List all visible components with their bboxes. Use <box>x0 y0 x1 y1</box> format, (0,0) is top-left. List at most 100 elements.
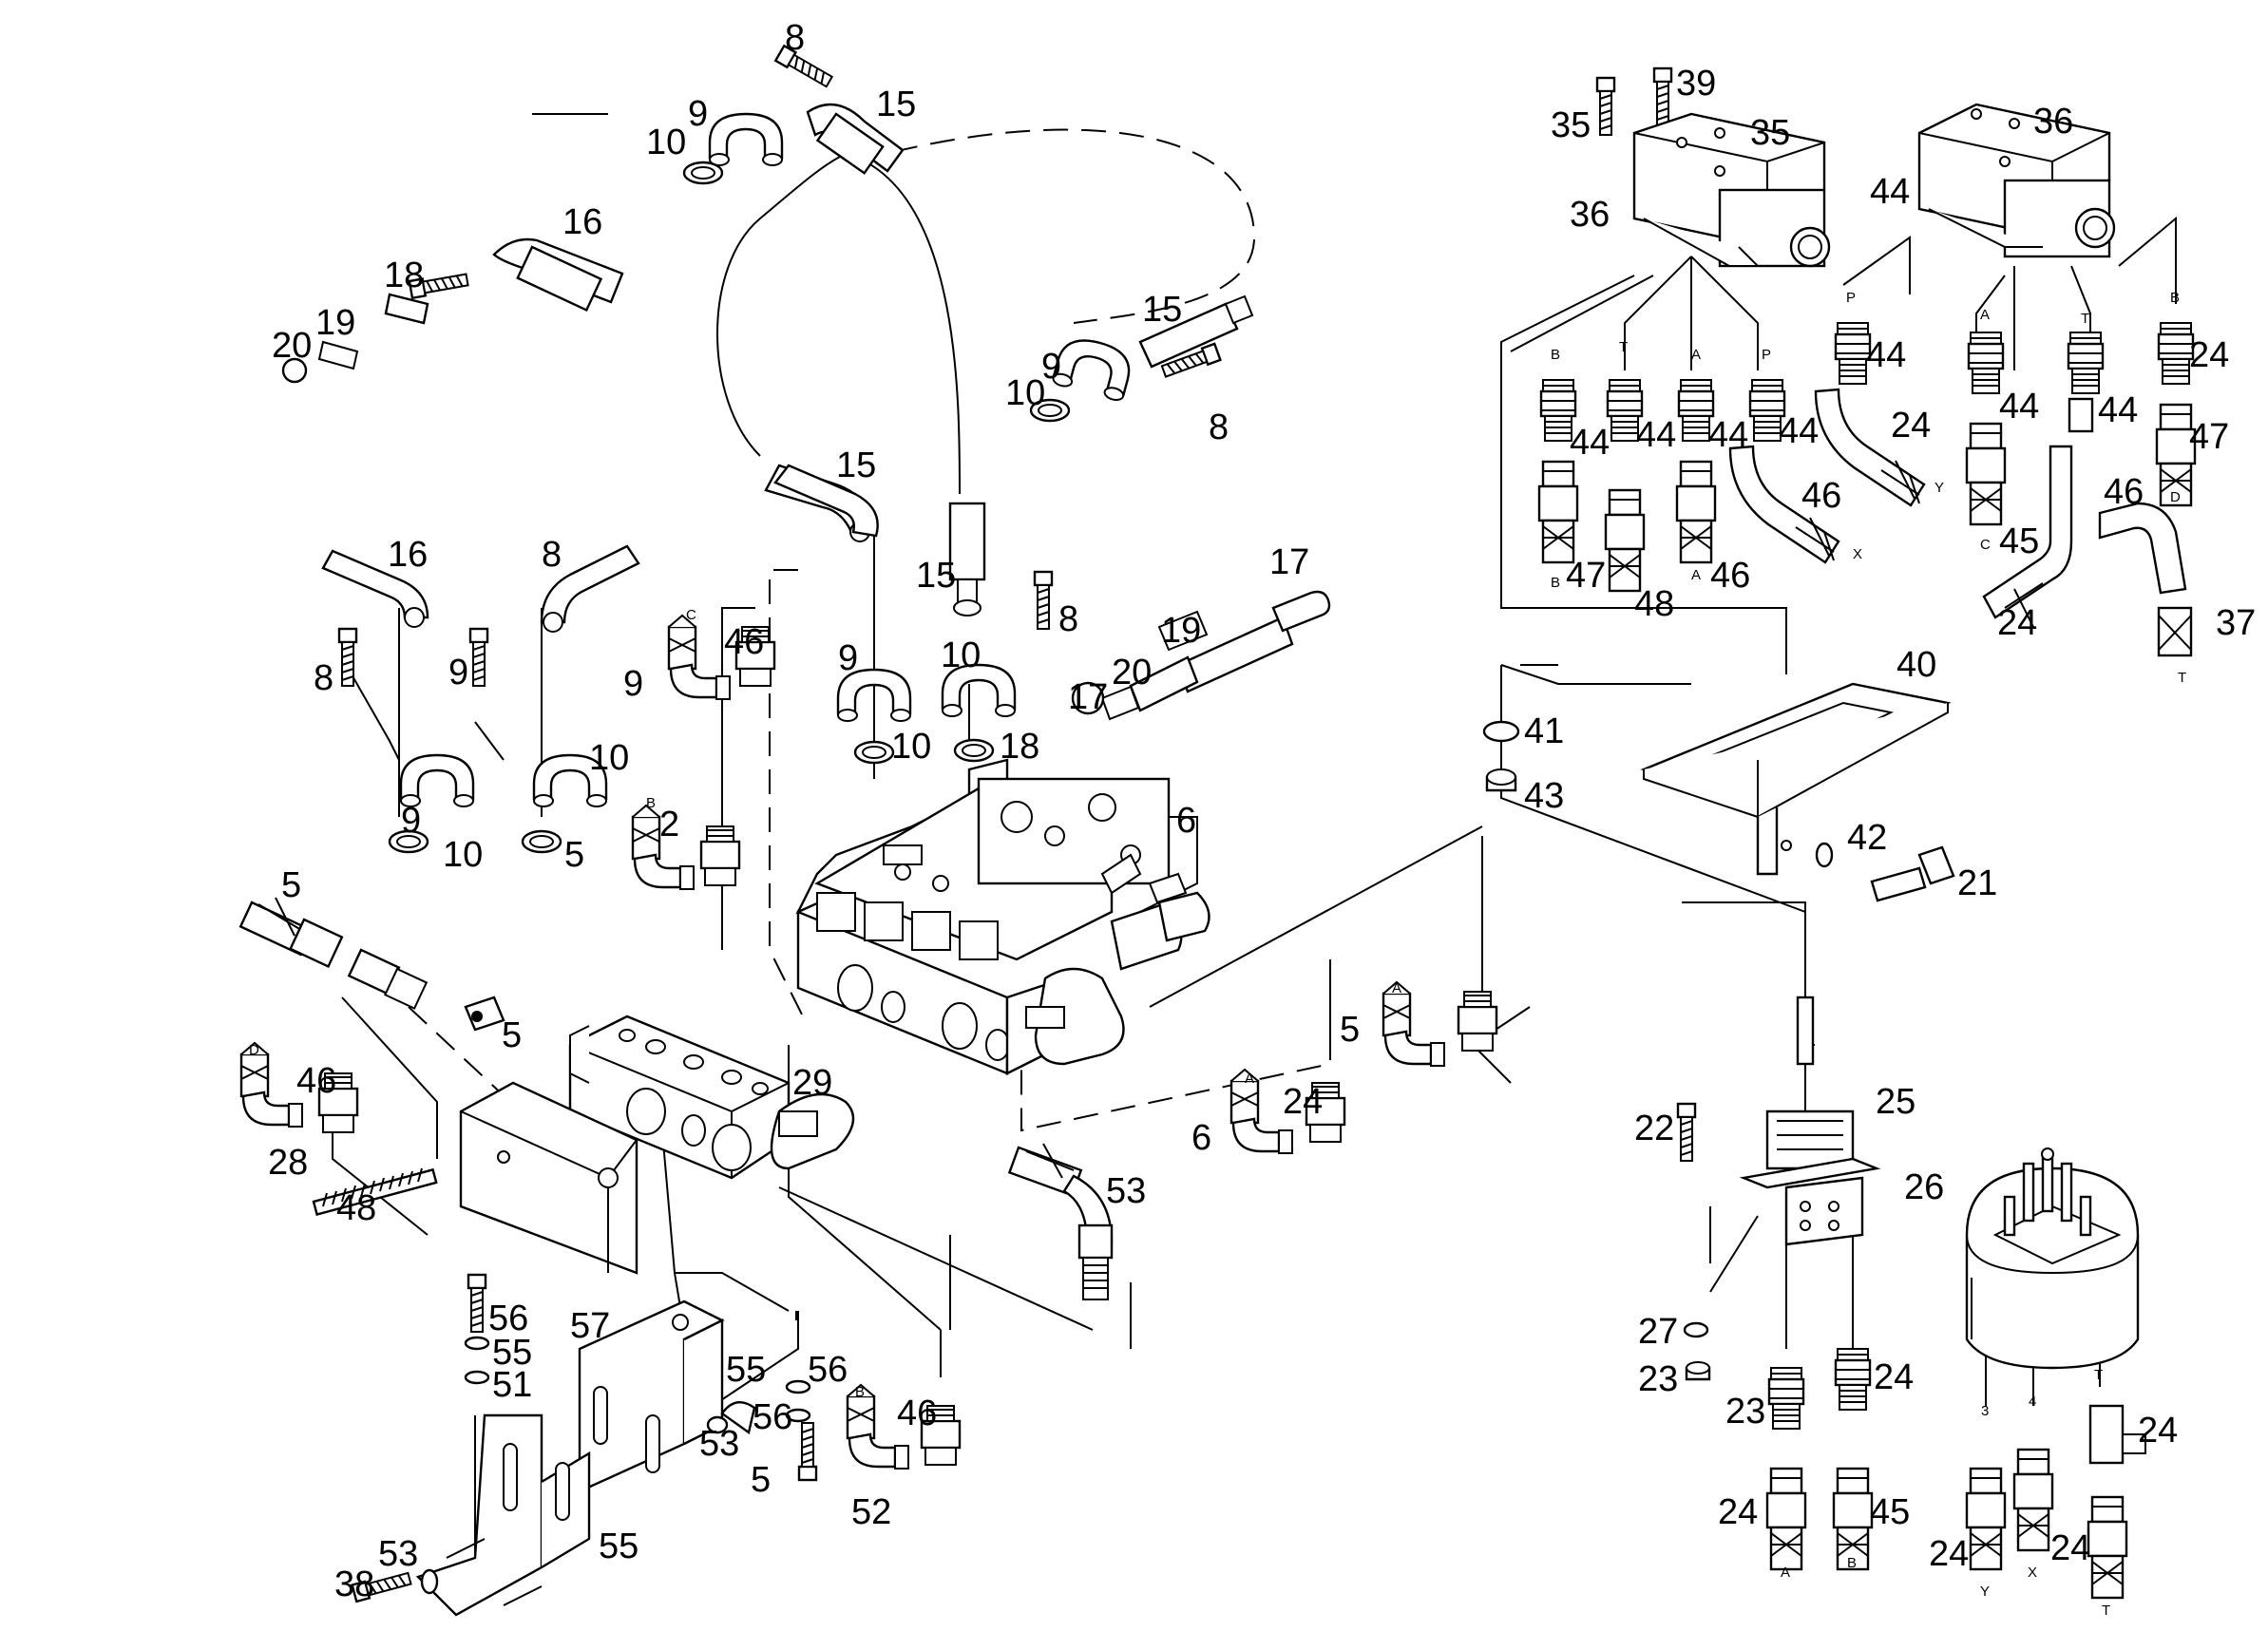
main-valve-block <box>795 758 1210 1075</box>
part-label: 47 <box>1566 556 1606 596</box>
center-hoses <box>773 464 1331 765</box>
part-label: 9 <box>688 94 708 134</box>
part-label: 44 <box>1866 335 1906 375</box>
part-label: 23 <box>1725 1392 1765 1432</box>
part-label: 9 <box>1041 347 1061 387</box>
part-label: 20 <box>272 326 312 366</box>
part-label: 9 <box>448 653 468 692</box>
port-label: B <box>646 795 656 811</box>
part-label: 48 <box>1634 584 1674 624</box>
port-label: T <box>1619 339 1628 355</box>
joystick-adapters <box>1765 1347 2146 1600</box>
part-label: 24 <box>2138 1411 2178 1451</box>
part-label: 43 <box>1524 776 1564 816</box>
port-label: C <box>686 607 696 623</box>
part-label: 29 <box>792 1063 832 1103</box>
part-label: 8 <box>1058 599 1078 639</box>
part-label: 5 <box>751 1460 771 1500</box>
part-label: 47 <box>2189 417 2229 457</box>
part-label: 18 <box>1000 727 1039 767</box>
port-label: D <box>2170 489 2181 505</box>
port-labels: C B D A A B B T A P P A T B B A X Y C D … <box>249 290 2186 1619</box>
part-label: 24 <box>1874 1357 1914 1397</box>
solenoid-valves <box>1595 66 2116 268</box>
part-label: 10 <box>646 123 686 162</box>
port-label: T <box>2081 311 2089 327</box>
part-label: 18 <box>384 256 424 295</box>
part-label: 39 <box>1676 64 1716 104</box>
part-label: 8 <box>542 535 562 575</box>
part-label: 10 <box>891 727 931 767</box>
part-label: 21 <box>1957 863 1997 903</box>
port-label: C <box>1980 537 1991 553</box>
part-label: 42 <box>1847 818 1887 858</box>
right-adapters <box>1537 321 2197 657</box>
part-label: 24 <box>1891 406 1931 446</box>
part-label: 23 <box>1638 1359 1678 1399</box>
port-label: X <box>1853 546 1862 562</box>
part-label: 15 <box>916 556 956 596</box>
joystick-assembly <box>1676 996 1881 1381</box>
part-number-labels: 8 15 9 10 16 18 19 20 15 9 10 8 15 15 8 … <box>268 18 2256 1604</box>
part-label: 24 <box>2189 335 2229 375</box>
part-label: 37 <box>2216 603 2256 643</box>
part-label: 55 <box>492 1333 532 1373</box>
part-label: 55 <box>726 1350 766 1390</box>
port-label: B <box>1551 575 1560 591</box>
hose-6-left <box>238 897 505 1032</box>
part-label: 16 <box>388 535 428 575</box>
port-label: A <box>1691 567 1701 583</box>
top-hose-assembly <box>281 45 1254 616</box>
port-label: T <box>2178 670 2186 686</box>
part-label: 5 <box>564 835 584 875</box>
brackets-51-52 <box>351 1273 818 1617</box>
port-label: A <box>1245 1071 1254 1087</box>
part-label: 44 <box>1870 172 1910 212</box>
part-label: 6 <box>1176 801 1196 841</box>
port-label: A <box>1691 347 1701 363</box>
plate-37 <box>1482 682 1955 902</box>
part-label: 44 <box>1708 415 1748 455</box>
port-label: B <box>855 1384 865 1400</box>
part-label: 36 <box>2033 102 2073 142</box>
part-label: 53 <box>378 1534 418 1574</box>
part-label: 25 <box>1876 1082 1915 1122</box>
port-label: B <box>2170 290 2180 306</box>
port-label: T <box>2094 1367 2103 1383</box>
block-28-assembly <box>312 1015 855 1275</box>
part-label: 17 <box>1068 677 1108 717</box>
part-label: 6 <box>1191 1118 1211 1158</box>
part-label: 8 <box>314 658 334 698</box>
part-label: 44 <box>1779 411 1819 451</box>
port-label: D <box>249 1042 259 1058</box>
part-label: 15 <box>836 446 876 485</box>
part-label: 22 <box>1634 1109 1674 1148</box>
port-label: A <box>1781 1565 1790 1581</box>
part-label: 38 <box>334 1565 374 1604</box>
part-label: 56 <box>753 1397 792 1437</box>
port-label: B <box>1551 347 1560 363</box>
part-label: 2 <box>659 805 679 844</box>
part-label: 16 <box>562 202 602 242</box>
part-label: 44 <box>1570 423 1610 463</box>
part-label: 24 <box>1283 1082 1323 1122</box>
part-label: 17 <box>1269 542 1309 582</box>
part-label: 56 <box>808 1350 848 1390</box>
part-label: 51 <box>492 1365 532 1405</box>
part-label: 56 <box>488 1299 528 1338</box>
part-label: 45 <box>1999 522 2039 561</box>
part-label: 20 <box>1112 653 1152 692</box>
part-label: 24 <box>1718 1492 1758 1532</box>
port-label: A <box>1392 980 1401 996</box>
part-label: 36 <box>1570 195 1610 235</box>
part-label: 40 <box>1896 645 1936 685</box>
part-label: 41 <box>1524 711 1564 751</box>
part-label: 46 <box>296 1061 336 1101</box>
part-label: 46 <box>1710 556 1750 596</box>
part-label: 10 <box>589 738 629 778</box>
part-label: 5 <box>281 865 301 905</box>
part-label: 24 <box>2050 1528 2090 1568</box>
part-label: 44 <box>1636 415 1676 455</box>
part-label: 10 <box>1005 373 1045 413</box>
part-label: 15 <box>1142 290 1182 330</box>
